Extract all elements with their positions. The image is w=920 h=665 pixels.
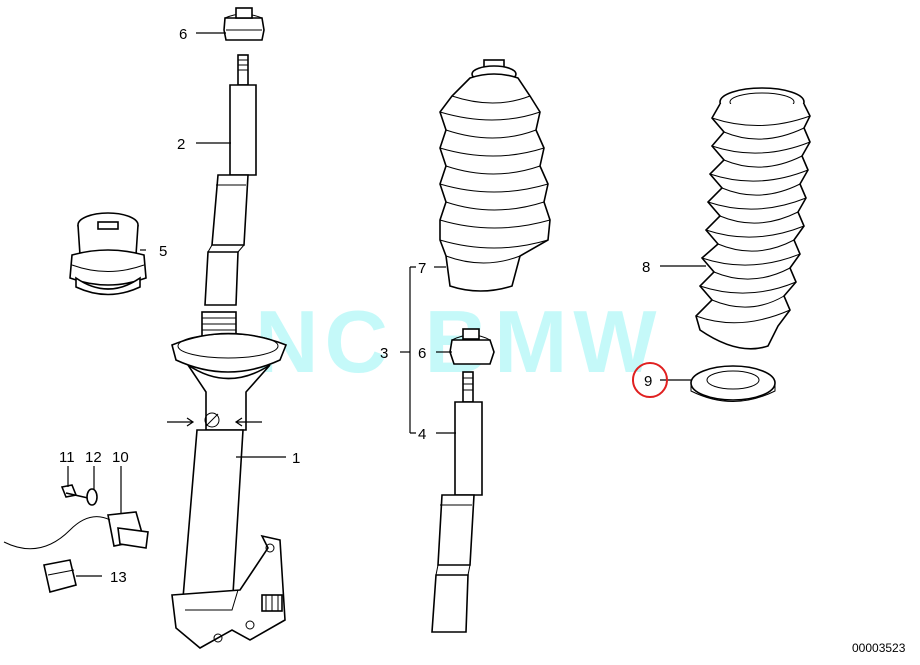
part-2-shock-insert[interactable] — [204, 54, 257, 306]
part-1-strut-housing[interactable] — [171, 311, 288, 649]
callout-9[interactable]: 9 — [644, 373, 652, 390]
callout-3[interactable]: 3 — [380, 345, 388, 362]
callout-6-mid[interactable]: 6 — [418, 345, 426, 362]
part-7-protective-boot[interactable] — [439, 59, 551, 292]
spring-seat-arrows — [167, 417, 262, 427]
callout-4[interactable]: 4 — [418, 426, 426, 443]
part-6-bump-cap-mid[interactable] — [449, 328, 495, 365]
part-9-spring-pad[interactable] — [690, 365, 776, 402]
highlight-ring-9 — [632, 362, 668, 398]
part-12-washer[interactable] — [86, 488, 98, 506]
part-8-dust-boot[interactable] — [695, 87, 811, 350]
part-4-shock-insert[interactable] — [431, 371, 483, 633]
callout-1[interactable]: 1 — [292, 450, 300, 467]
callout-8[interactable]: 8 — [642, 259, 650, 276]
callout-10[interactable]: 10 — [112, 449, 129, 466]
diagram-code: 00003523 — [852, 641, 906, 655]
callout-13[interactable]: 13 — [110, 569, 127, 586]
leader-lines — [67, 32, 706, 577]
part-6-bump-cap-top[interactable] — [223, 7, 265, 41]
callout-12[interactable]: 12 — [85, 449, 102, 466]
callout-6-top[interactable]: 6 — [179, 26, 187, 43]
callout-5[interactable]: 5 — [159, 243, 167, 260]
part-10-wear-sensor[interactable] — [3, 511, 149, 550]
callout-7[interactable]: 7 — [418, 260, 426, 277]
part-11-screw[interactable] — [60, 484, 89, 499]
part-13-clamp[interactable] — [43, 559, 77, 593]
callout-11[interactable]: 11 — [59, 449, 75, 466]
callout-2[interactable]: 2 — [177, 136, 185, 153]
part-5-bump-stop[interactable] — [69, 212, 147, 296]
